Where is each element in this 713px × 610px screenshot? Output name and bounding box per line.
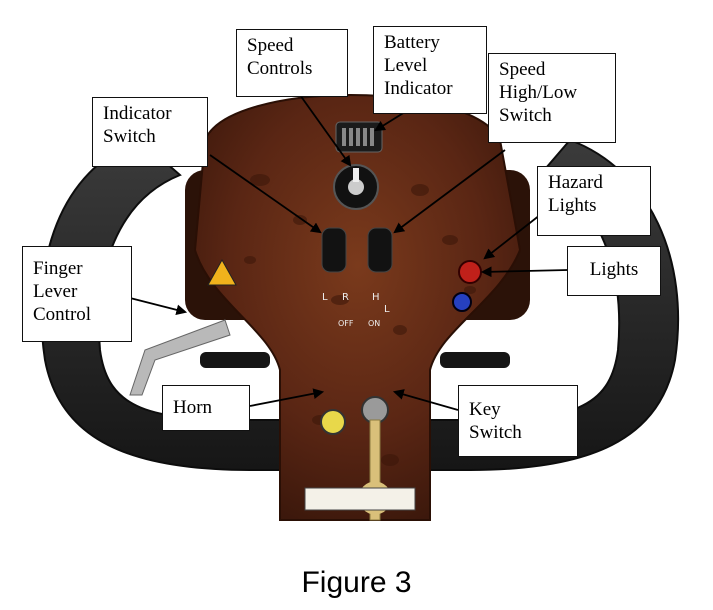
left-paddle bbox=[200, 352, 270, 368]
key-off-mark: OFF bbox=[338, 319, 354, 328]
key bbox=[369, 419, 381, 521]
burl-texture bbox=[244, 174, 476, 466]
key-switch-callout: Key Switch bbox=[458, 385, 578, 457]
indicator-right-mark: R bbox=[342, 292, 349, 303]
arrow-finger-lever bbox=[129, 297, 188, 316]
battery-level-indicator-callout: Battery Level Indicator bbox=[373, 26, 487, 114]
speed-high-low-switch-callout: Speed High/Low Switch bbox=[488, 53, 616, 143]
horn-button bbox=[320, 409, 346, 435]
battery-gauge-bars bbox=[342, 128, 374, 146]
speed-high-low-toggle-switch bbox=[367, 227, 393, 273]
indicator-switch-callout: Indicator Switch bbox=[92, 97, 208, 167]
arrow-horn bbox=[249, 388, 325, 407]
key-on-mark: ON bbox=[368, 319, 380, 328]
arrow-speed-controls bbox=[299, 94, 352, 167]
finger-lever bbox=[129, 319, 231, 396]
hazard-lights-button bbox=[458, 260, 482, 284]
speed-knob-center bbox=[348, 179, 364, 195]
arrow-battery-level bbox=[374, 111, 406, 132]
arrow-indicator-switch bbox=[209, 154, 322, 234]
speed-high-mark: H bbox=[372, 292, 380, 303]
speed-low-mark: L bbox=[384, 304, 390, 315]
arrow-key-switch bbox=[392, 389, 459, 411]
right-paddle bbox=[440, 352, 510, 368]
indicator-left-mark: L bbox=[322, 292, 328, 303]
warning-label bbox=[304, 487, 416, 511]
key-switch-housing bbox=[361, 396, 389, 424]
figure-caption: Figure 3 bbox=[301, 566, 412, 599]
horn-callout: Horn bbox=[162, 385, 250, 431]
speed-knob-pointer bbox=[353, 168, 359, 182]
warning-sticker bbox=[207, 258, 237, 286]
hazard-lights-callout: Hazard Lights bbox=[537, 166, 651, 236]
lights-button bbox=[452, 292, 472, 312]
speed-controls-callout: Speed Controls bbox=[236, 29, 348, 97]
arrow-lights bbox=[480, 266, 569, 278]
lights-callout: Lights bbox=[567, 246, 661, 296]
arrow-hazard-lights bbox=[483, 214, 541, 260]
indicator-toggle-switch bbox=[321, 227, 347, 273]
arrow-speed-high-low bbox=[393, 149, 506, 234]
finger-lever-control-callout: Finger Lever Control bbox=[22, 246, 132, 342]
